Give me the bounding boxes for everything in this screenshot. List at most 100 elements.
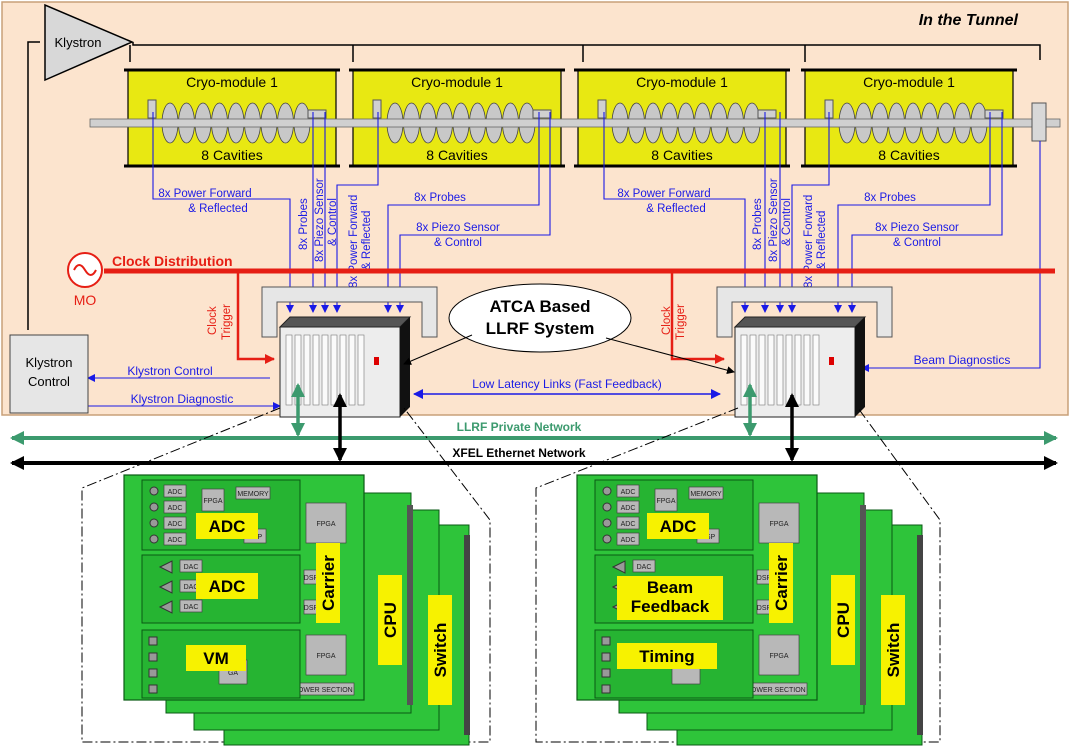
cryo-module-name: Cryo-module 1 [636,74,728,90]
piezo-h-label-1a: 8x Piezo Sensor [416,222,500,234]
chip [179,599,203,613]
chip-label: FPGA [769,521,788,528]
connector [601,652,611,662]
label-vm: VM [203,649,229,668]
cryo-module-name: Cryo-module 1 [863,74,955,90]
piezo-v-label-2a: 8x Piezo Sensor [768,178,780,262]
chip [179,559,203,573]
pf-v-label-1b: & Reflected [361,211,373,270]
chip-label: ADC [621,489,636,496]
chip-label: DSP [304,575,319,582]
mo-label: MO [74,292,97,308]
label-adc-1: ADC [209,517,246,536]
beam-diagnostics-label: Beam Diagnostics [914,353,1011,367]
label-switch-box [881,595,905,705]
chip [616,516,640,530]
beam-pipe [89,118,1061,128]
atca-label-line1: ATCA Based [489,297,590,316]
klystron-label: Klystron [55,35,102,50]
label-carrier-box [316,543,340,623]
connector [602,486,612,496]
label-cpu-box [831,575,855,665]
klystron-control-link-label: Klystron Control [127,364,212,378]
xfel-ethernet-network-label: XFEL Ethernet Network [452,446,585,460]
chip [688,486,724,500]
connector [149,518,159,528]
piezo-tuner [757,109,777,119]
chip [632,559,656,573]
label-cpu: CPU [834,602,853,638]
label-timing-box [617,643,717,669]
chip-label: FPGA [769,653,788,660]
piezo-h-label-2b: & Control [893,237,941,249]
connector [148,636,158,646]
chip-label: MEMORY [690,491,722,498]
rf-feed-drops [129,45,806,62]
piezo-v-label-1b: & Control [327,198,339,246]
chip [758,634,800,676]
rack-side [855,317,865,417]
label-beam-feedback: Beam [647,578,693,597]
connector [602,502,612,512]
connector [601,668,611,678]
rack-cable-tray [716,286,893,338]
amplifier [158,560,173,574]
atca-label-line2: LLRF System [486,319,595,338]
chip-label: ADC [168,521,183,528]
cryo-module-cavities: 8 Cavities [651,147,712,163]
rack-slot [348,334,356,406]
pf-label-2b: & Reflected [646,203,705,215]
probes-h-label-2: 8x Probes [864,192,916,204]
rack-slot [758,334,766,406]
clock-trigger-label-1a: Clock [207,306,219,335]
connector [601,684,611,694]
coupler [147,99,157,119]
clock-trigger-arrow-1 [236,271,275,364]
pf-v-label-1a: 8x Power Forward [348,195,360,288]
piezo-v-label-1a: 8x Piezo Sensor [314,178,326,262]
label-adc-2: ADC [209,577,246,596]
rack-top [278,316,412,328]
pf-label-1a: 8x Power Forward [158,188,251,200]
backplane-connector [917,535,923,735]
klystron-diagnostic-link-label: Klystron Diagnostic [131,392,234,406]
cryo-module-1: Cryo-module 18 Cavities [124,68,340,168]
backplane-connector [407,505,413,705]
klystron-control-box [9,334,89,414]
connector [149,486,159,496]
cryo-module-name: Cryo-module 1 [411,74,503,90]
clock-trigger-label-2b: Trigger [675,304,687,340]
chip [758,502,800,544]
chip [616,500,640,514]
klystron-control-line2: Control [28,374,70,389]
atca-pointer-2 [605,337,735,375]
rack-slot [767,334,775,406]
piezo-h-label-1b: & Control [434,237,482,249]
piezo-tuner [984,109,1004,119]
label-adc-1-box [196,513,258,539]
sine-icon [73,264,97,276]
chip-label: FPGA [316,521,335,528]
chip-label: ADC [621,537,636,544]
coupler [597,99,607,119]
label-carrier-box [769,543,793,623]
label-beam-feedback-box [617,576,723,620]
chip-label: ADC [168,537,183,544]
connector [148,668,158,678]
rack-slot [339,334,347,406]
beam-pipe-end [1031,102,1047,142]
atca-rack-2 [716,286,893,418]
cryo-module-name: Cryo-module 1 [186,74,278,90]
label-carrier: Carrier [772,555,791,611]
signal-lines [87,112,1041,410]
rack-slot [357,334,365,406]
tunnel-label: In the Tunnel [919,12,1019,29]
label-adc-1-box [647,513,709,539]
rack-slot [776,334,784,406]
amplifier [158,580,173,594]
rack-slot [312,334,320,406]
connector [602,518,612,528]
connector [148,652,158,662]
